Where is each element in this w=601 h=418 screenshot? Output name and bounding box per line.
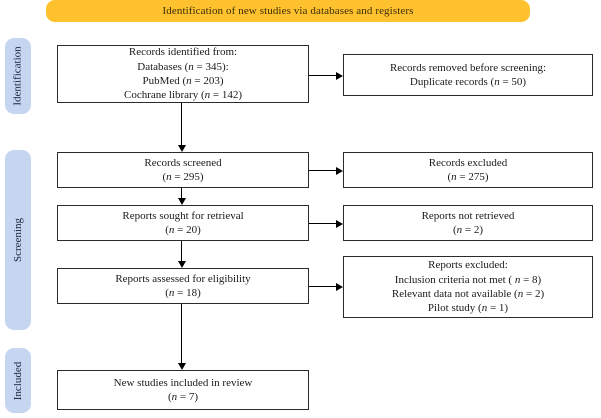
box-line: (n = 7)	[167, 391, 199, 403]
arrow-assessed-to-included	[176, 304, 187, 370]
box-reports-not-retrieved: Reports not retrieved (n = 2)	[343, 205, 593, 241]
box-line: Databases (n = 345):	[137, 60, 229, 73]
stage-screening-label: Screening	[12, 218, 25, 262]
box-line: PubMed (n = 203)	[142, 75, 224, 87]
box-records-excluded: Records excluded (n = 275)	[343, 152, 593, 188]
arrow-sought-to-assessed	[176, 241, 187, 268]
arrow-identified-to-removed	[309, 70, 343, 81]
box-line: Records excluded	[428, 156, 508, 169]
arrow-screened-to-sought	[176, 188, 187, 205]
box-line: Relevant data not available (n = 2)	[391, 288, 545, 300]
box-line: (n = 18)	[165, 287, 201, 299]
box-line: (n = 2)	[452, 224, 484, 236]
box-line: Records screened	[144, 156, 222, 169]
box-line: Records removed before screening:	[389, 61, 547, 74]
box-line: Duplicate records (n = 50)	[409, 76, 527, 88]
box-records-identified: Records identified from: Databases (n = …	[57, 45, 309, 103]
stage-identification: Identification	[5, 38, 31, 114]
box-reports-excluded: Reports excluded: Inclusion criteria not…	[343, 256, 593, 318]
arrow-assessed-to-reports-excluded	[309, 281, 343, 292]
banner-title: Identification of new studies via databa…	[162, 5, 414, 17]
box-line: (n = 20)	[165, 224, 201, 236]
box-reports-sought: Reports sought for retrieval (n = 20)	[57, 205, 309, 241]
stage-screening: Screening	[5, 150, 31, 330]
arrow-identified-to-screened	[176, 103, 187, 152]
box-records-removed: Records removed before screening: Duplic…	[343, 54, 593, 96]
box-line: Reports not retrieved	[421, 209, 515, 222]
arrow-sought-to-not-retrieved	[309, 218, 343, 229]
box-studies-included: New studies included in review (n = 7)	[57, 370, 309, 410]
box-records-screened: Records screened (n = 295)	[57, 152, 309, 188]
box-line: Pilot study (n = 1)	[427, 302, 509, 315]
box-line: (n = 295)	[162, 171, 204, 183]
banner: Identification of new studies via databa…	[46, 0, 530, 22]
box-line: (n = 275)	[447, 171, 489, 183]
box-reports-assessed: Reports assessed for eligibility (n = 18…	[57, 268, 309, 304]
box-line: Reports excluded:	[428, 259, 508, 272]
box-line: New studies included in review	[113, 376, 253, 389]
stage-included-label: Included	[12, 361, 25, 400]
box-line: Inclusion criteria not met ( n = 8)	[394, 273, 542, 286]
stage-included: Included	[5, 348, 31, 413]
box-line: Reports sought for retrieval	[122, 209, 244, 222]
arrow-screened-to-excluded	[309, 165, 343, 176]
stage-identification-label: Identification	[12, 46, 25, 106]
box-line: Reports assessed for eligibility	[115, 272, 251, 285]
box-line: Records identified from:	[128, 46, 238, 59]
box-line: Cochrane library (n = 142)	[123, 89, 242, 102]
